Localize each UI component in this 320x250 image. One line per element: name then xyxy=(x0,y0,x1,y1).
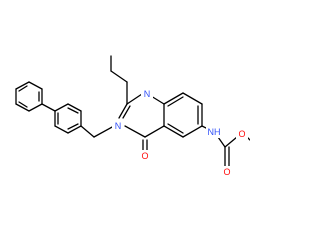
bond xyxy=(28,103,43,112)
bond xyxy=(122,105,131,119)
bond xyxy=(124,125,146,138)
bond xyxy=(224,136,238,148)
bond xyxy=(163,125,184,138)
bond xyxy=(54,125,69,134)
atom-n1: N xyxy=(144,89,151,99)
bonds-layer xyxy=(15,55,250,167)
bond-inner xyxy=(167,123,184,134)
bond xyxy=(163,92,184,105)
atom-o-carbonyl: O xyxy=(223,167,230,177)
molecule-structure: N N O NH O O xyxy=(15,55,250,178)
bond xyxy=(41,103,56,112)
bond xyxy=(80,125,95,138)
bond-inner xyxy=(18,85,28,92)
bond-inner xyxy=(67,123,79,130)
bond-inner xyxy=(67,107,79,114)
bond xyxy=(118,103,128,119)
bond xyxy=(150,95,165,105)
atom-o-ester: O xyxy=(238,129,245,139)
bond-inner xyxy=(18,101,28,108)
bond xyxy=(217,136,226,148)
atom-nh: NH xyxy=(208,127,221,137)
bond-inner xyxy=(167,96,184,107)
bond xyxy=(67,103,82,112)
bond xyxy=(15,103,30,112)
atom-o-keto: O xyxy=(141,151,148,161)
bond xyxy=(15,81,30,90)
bond xyxy=(54,103,69,112)
bond xyxy=(110,70,128,83)
bond xyxy=(67,125,82,134)
bond xyxy=(144,125,165,138)
atom-n3: N xyxy=(115,121,122,131)
bond xyxy=(28,81,43,90)
bond xyxy=(182,92,203,105)
bond xyxy=(93,125,115,138)
molecule-canvas: N N O NH O O xyxy=(15,55,250,178)
bond xyxy=(126,93,143,105)
bond xyxy=(182,125,203,138)
atom-labels-layer: N N O NH O O xyxy=(112,88,248,178)
